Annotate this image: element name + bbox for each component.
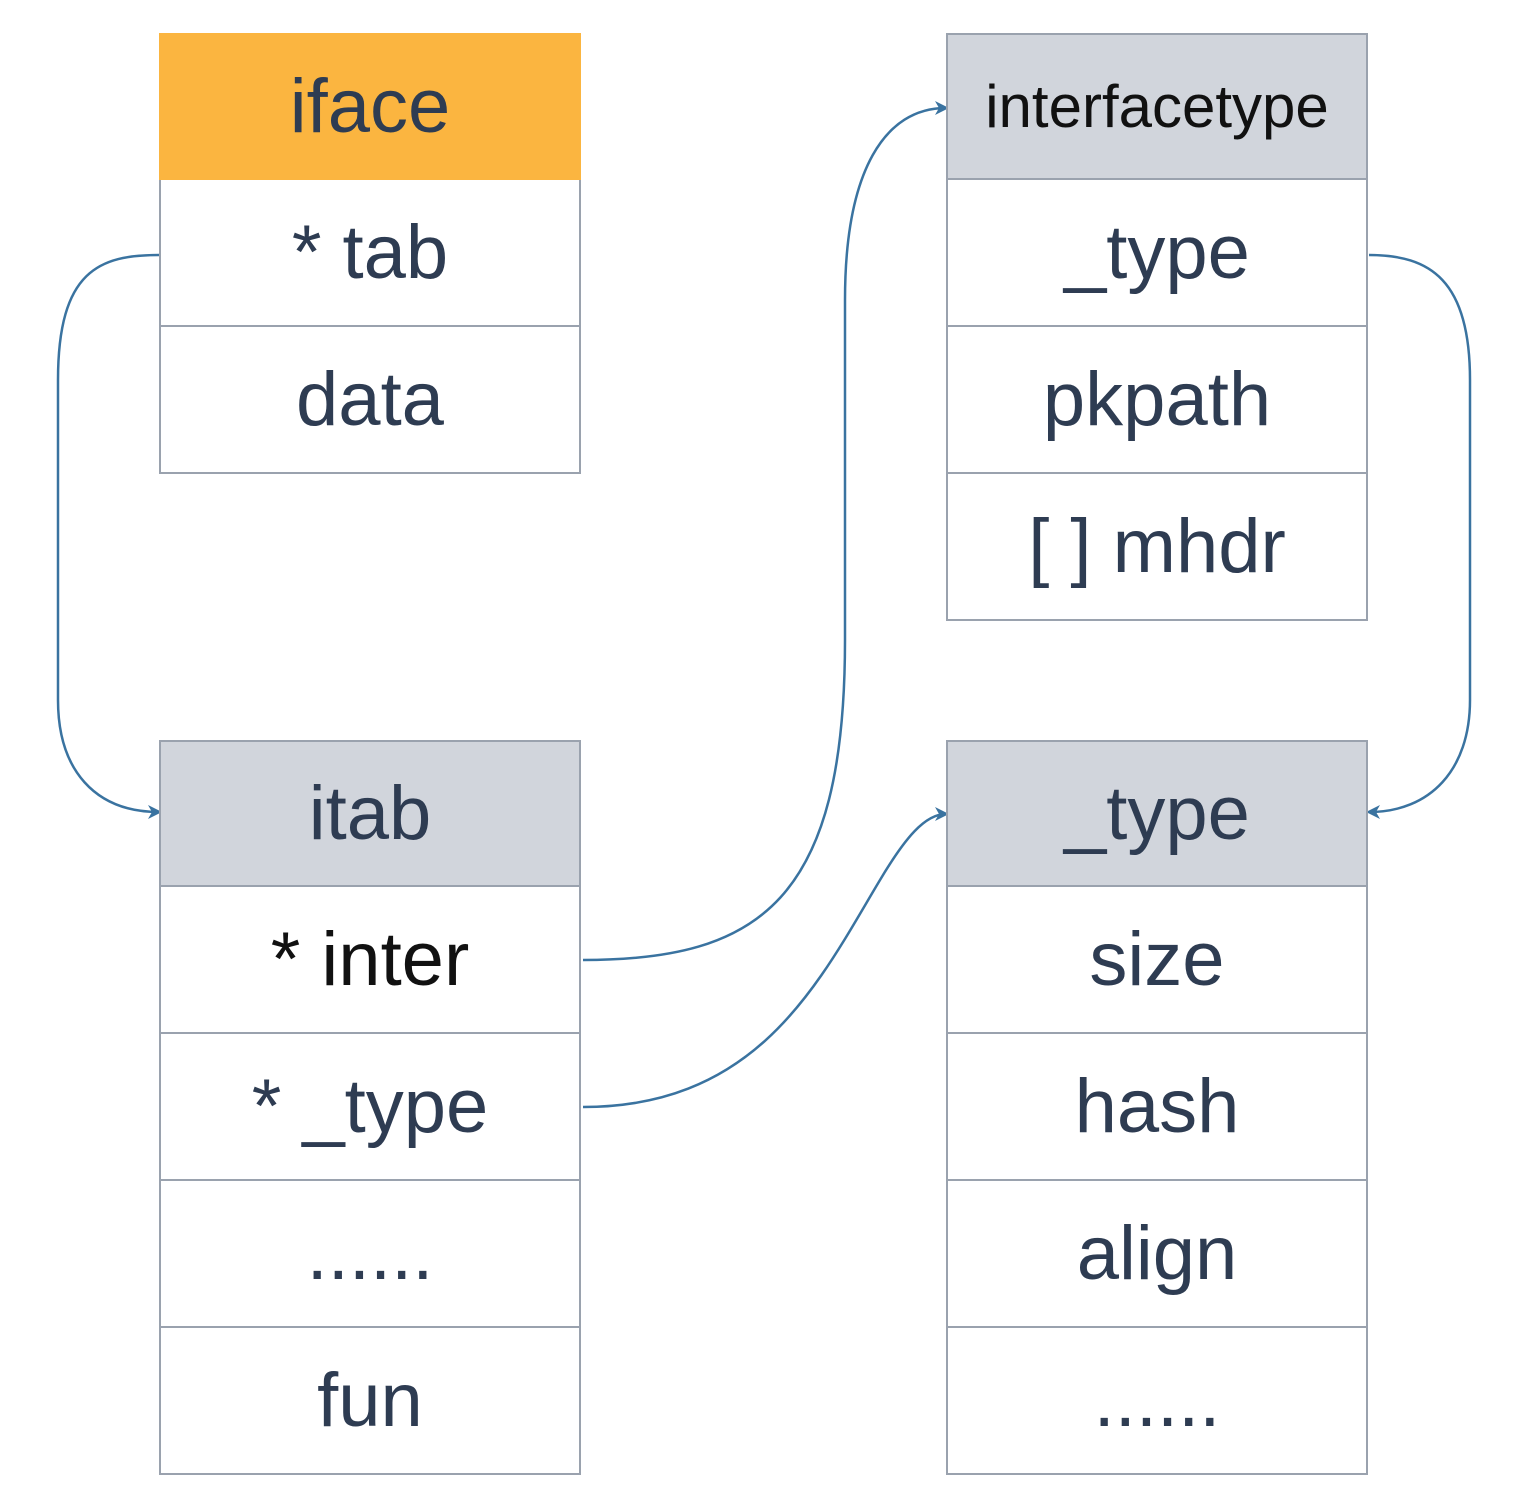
iface-field-tab: * tab [159,180,581,327]
arrow-itab-type-to-type [582,807,949,1109]
interfacetype-field-mhdr: [ ] mhdr [946,474,1368,621]
itab-field-ellipsis: ...... [159,1181,581,1328]
itab-field-type: * _type [159,1034,581,1181]
iface-field-data: data [159,327,581,474]
type-header: _type [946,740,1368,887]
iface-struct: iface * tab data [159,33,581,474]
type-field-ellipsis: ...... [946,1328,1368,1475]
type-struct: _type size hash align ...... [946,740,1368,1475]
itab-struct: itab * inter * _type ...... fun [159,740,581,1475]
arrow-interfacetype-type-to-type [1366,253,1472,819]
interfacetype-header: interfacetype [946,33,1368,180]
iface-header: iface [159,33,581,180]
interfacetype-field-type: _type [946,180,1368,327]
interfacetype-field-pkpath: pkpath [946,327,1368,474]
itab-field-fun: fun [159,1328,581,1475]
type-field-size: size [946,887,1368,1034]
interfacetype-struct: interfacetype _type pkpath [ ] mhdr [946,33,1368,621]
type-field-align: align [946,1181,1368,1328]
arrow-inter-to-interfacetype [582,101,949,962]
itab-field-inter: * inter [159,887,581,1034]
itab-header: itab [159,740,581,887]
arrow-tab-to-itab [56,253,162,819]
type-field-hash: hash [946,1034,1368,1181]
